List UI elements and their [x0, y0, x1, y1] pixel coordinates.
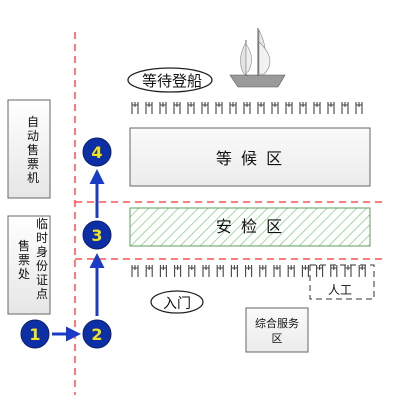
- turnstile-icon: [316, 265, 324, 277]
- turnstile-icon: [313, 102, 321, 114]
- turnstile-icon: [327, 102, 335, 114]
- turnstile-icon: [230, 265, 238, 277]
- turnstile-icon: [355, 102, 363, 114]
- turnstile-icon: [285, 102, 293, 114]
- id-ticket-office-left-char: 票: [18, 253, 30, 267]
- step-4-number: 4: [91, 143, 102, 162]
- id-ticket-office-left-char: 售: [18, 238, 30, 253]
- turnstile-icon: [215, 102, 223, 114]
- turnstile-icon: [187, 102, 195, 114]
- step-2: 2: [82, 319, 112, 349]
- entrance-label: 入门: [163, 296, 191, 312]
- ship-icon: [229, 28, 286, 88]
- turnstile-icon: [341, 102, 349, 114]
- turnstile-icon: [257, 102, 265, 114]
- step-1: 1: [20, 319, 50, 349]
- manual-lane: [309, 264, 375, 300]
- security-area-label: 安 检 区: [216, 217, 284, 236]
- turnstile-icon: [145, 265, 153, 277]
- turnstile-icon: [188, 265, 196, 277]
- step-4: 4: [82, 137, 112, 167]
- auto-ticket-kiosk-char: 机: [27, 171, 39, 185]
- turnstile-icon: [271, 102, 279, 114]
- turnstile-row-lower: [131, 265, 366, 277]
- turnstile-icon: [299, 102, 307, 114]
- turnstile-icon: [131, 102, 139, 114]
- turnstile-icon: [330, 265, 338, 277]
- turnstile-icon: [159, 102, 167, 114]
- waiting-title: 等待登船: [142, 72, 202, 90]
- auto-ticket-kiosk-char: 售: [27, 142, 39, 157]
- auto-ticket-kiosk: [7, 99, 51, 199]
- id-ticket-office-left-char: 处: [18, 267, 30, 281]
- turnstile-icon: [358, 265, 366, 277]
- step-3-number: 3: [91, 226, 102, 245]
- id-ticket-office-right-char: 证: [36, 273, 48, 287]
- id-ticket-office-right-char: 点: [36, 287, 48, 301]
- step-3: 3: [82, 220, 112, 250]
- waiting-area: [129, 127, 371, 187]
- id-ticket-office-right-char: 时: [36, 231, 48, 245]
- turnstile-icon: [243, 102, 251, 114]
- manual-lane-label: 人工: [328, 283, 352, 297]
- turnstile-icon: [344, 265, 352, 277]
- auto-ticket-kiosk-char: 动: [27, 129, 39, 143]
- turnstile-icon: [174, 265, 182, 277]
- turnstile-icon: [287, 265, 295, 277]
- security-area: [129, 207, 371, 247]
- service-area-label-line2: 区: [272, 332, 283, 345]
- turnstile-icon: [245, 265, 253, 277]
- id-ticket-office-right-char: 临: [36, 217, 48, 231]
- title-ellipse: [127, 67, 213, 93]
- service-area: [245, 307, 309, 353]
- turnstile-icon: [229, 102, 237, 114]
- turnstile-icon: [259, 265, 267, 277]
- turnstile-icon: [159, 265, 167, 277]
- turnstile-row-upper: [131, 102, 363, 114]
- turnstile-icon: [145, 102, 153, 114]
- waiting-area-label: 等 候 区: [216, 149, 284, 168]
- auto-ticket-kiosk-char: 自: [27, 115, 39, 129]
- turnstile-icon: [202, 265, 210, 277]
- entrance-ellipse: [150, 290, 204, 314]
- step-2-number: 2: [91, 325, 102, 344]
- turnstile-icon: [131, 265, 139, 277]
- turnstile-icon: [201, 102, 209, 114]
- manual-lane-label-bg: [322, 280, 356, 297]
- step-1-number: 1: [29, 325, 40, 344]
- turnstile-icon: [216, 265, 224, 277]
- turnstile-icon: [173, 102, 181, 114]
- turnstile-icon: [301, 265, 309, 277]
- service-area-label-line1: 综合服务: [255, 316, 299, 330]
- auto-ticket-kiosk-char: 票: [27, 157, 39, 171]
- id-ticket-office: [7, 215, 51, 315]
- id-ticket-office-right-char: 身: [36, 244, 48, 259]
- turnstile-icon: [273, 265, 281, 277]
- id-ticket-office-right-char: 份: [36, 259, 48, 273]
